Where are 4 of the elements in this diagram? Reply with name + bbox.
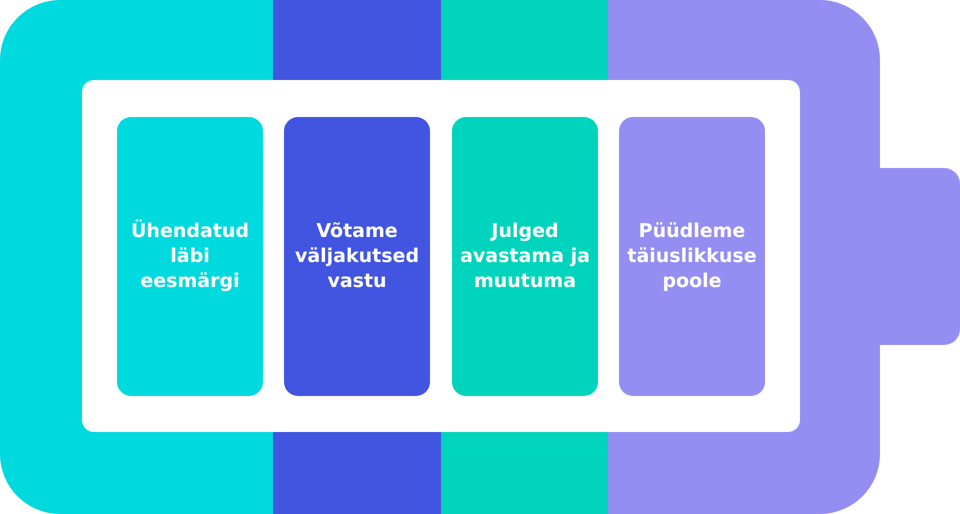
value-card: Julged avastama ja muutuma	[452, 117, 598, 396]
value-card: Püüdleme täiuslikkuse poole	[619, 117, 765, 396]
value-card: Ühendatud läbi eesmärgi	[117, 117, 263, 396]
value-card: Võtame väljakutsed vastu	[284, 117, 430, 396]
